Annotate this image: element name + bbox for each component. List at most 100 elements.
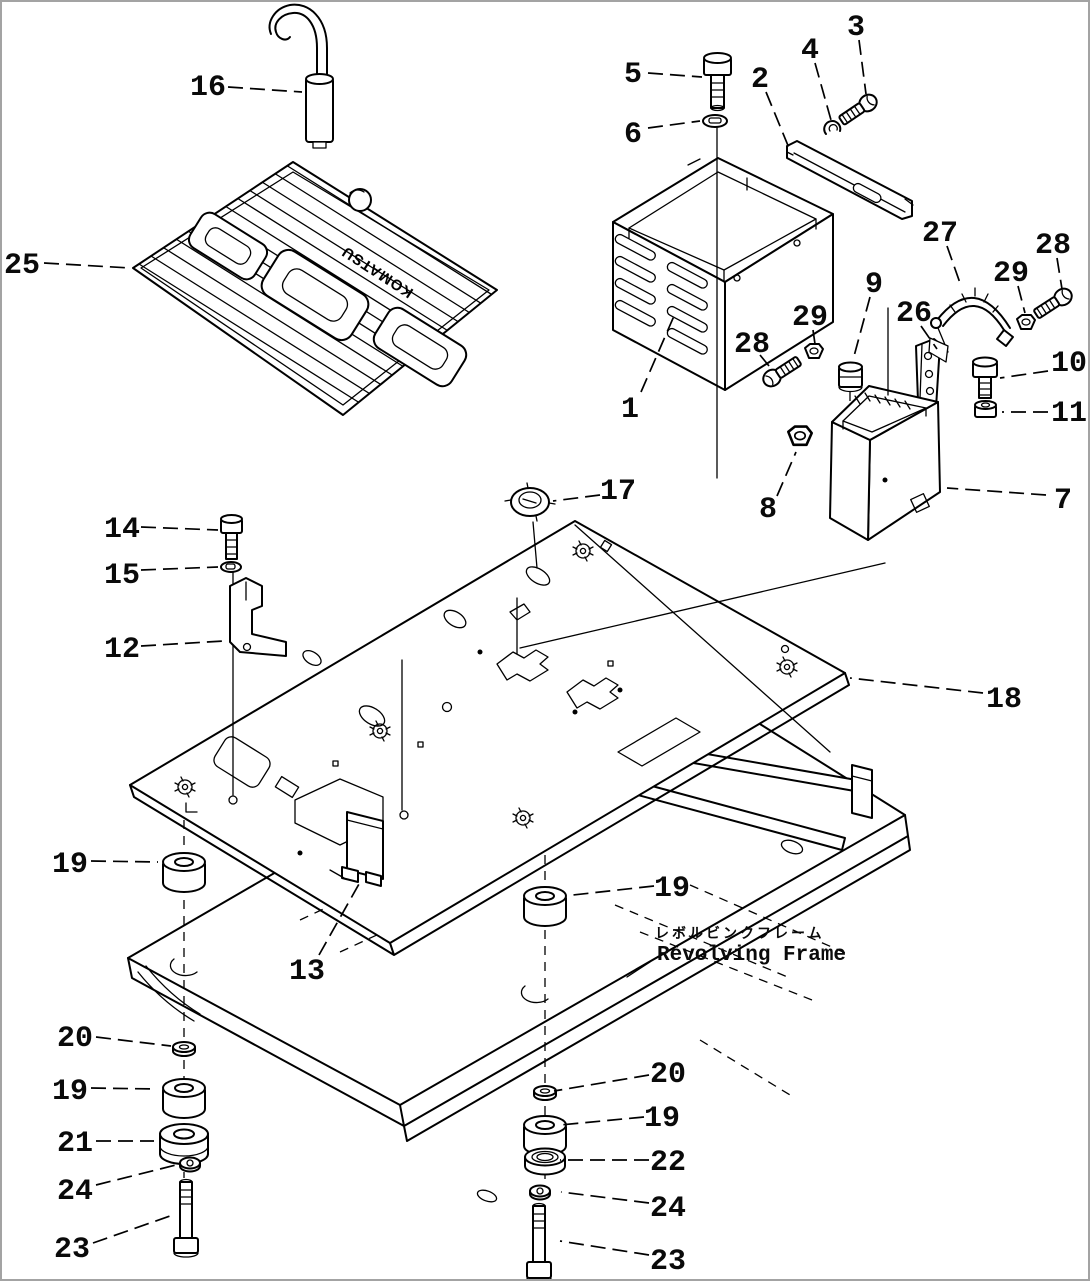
callout-label-29: 29 [792, 301, 828, 335]
callout-leader-28 [759, 354, 770, 367]
callout-label-28: 28 [1035, 229, 1071, 263]
callout-label-23: 23 [54, 1233, 90, 1267]
callout-leader-25 [43, 262, 131, 269]
callout-leader-20 [553, 1074, 650, 1092]
callout-leader-19 [90, 1087, 157, 1090]
callout-label-10: 10 [1051, 347, 1087, 381]
callout-label-17: 17 [600, 475, 636, 509]
callout-leader-14 [140, 526, 219, 531]
callout-leader-15 [140, 566, 219, 571]
callout-leader-29 [812, 329, 816, 345]
nut-8 [786, 425, 814, 447]
callout-leader-24 [95, 1164, 177, 1186]
bolt-3 [835, 90, 881, 129]
callout-leader-12 [140, 640, 225, 647]
bolt-23-mid [526, 1202, 552, 1281]
frame-note: レボルビンクフレーム Revolving Frame [626, 926, 846, 978]
callout-label-27: 27 [922, 217, 958, 251]
callout-leader-10 [999, 370, 1049, 379]
callout-leader-17 [552, 494, 601, 502]
floor-plate [129, 520, 886, 956]
mount-19-left [162, 852, 206, 893]
callout-label-6: 6 [624, 118, 642, 152]
callout-leader-27 [946, 245, 961, 284]
left-mount-column [159, 820, 209, 1258]
middle-mount-column [523, 855, 567, 1281]
callout-label-23: 23 [650, 1245, 686, 1279]
callout-leader-7 [946, 487, 1047, 496]
callout-label-2: 2 [751, 63, 769, 97]
callout-label-1: 1 [621, 393, 639, 427]
bolt-5 [703, 52, 732, 112]
callout-label-3: 3 [847, 11, 865, 45]
cover-louvers [614, 233, 708, 355]
callout-leader-28 [1056, 257, 1063, 290]
callout-label-22: 22 [650, 1146, 686, 1180]
cap-9 [838, 361, 863, 420]
washer-4 [823, 120, 842, 135]
callout-leader-2 [765, 91, 790, 149]
floor-mat: KOMATSU [132, 161, 498, 416]
callout-label-16: 16 [190, 71, 226, 105]
callout-label-18: 18 [986, 683, 1022, 717]
callout-label-13: 13 [289, 955, 325, 989]
callout-leader-24 [560, 1191, 650, 1204]
washer-20-mid [533, 1085, 557, 1101]
callout-label-26: 26 [896, 297, 932, 331]
callout-leader-4 [814, 62, 832, 121]
frame-note-jp: レボルビンクフレーム [655, 926, 825, 942]
callout-leader-3 [858, 39, 867, 95]
callout-leader-19 [572, 885, 655, 896]
callout-label-11: 11 [1051, 397, 1087, 431]
callout-leader-5 [647, 72, 703, 78]
frame-note-en: Revolving Frame [657, 944, 846, 967]
callout-leader-1 [640, 315, 675, 393]
nut-11 [974, 400, 997, 418]
nut-29-left [804, 343, 824, 359]
bracket-12 [229, 577, 287, 657]
mount-21 [159, 1123, 209, 1165]
box-7 [829, 307, 941, 541]
callout-label-28: 28 [734, 328, 770, 362]
washer-6 [702, 114, 728, 128]
callout-leader-18 [849, 677, 984, 694]
callout-label-21: 21 [57, 1127, 93, 1161]
callout-leader-19 [90, 860, 159, 863]
callout-label-25: 25 [4, 249, 40, 283]
callout-label-7: 7 [1054, 484, 1072, 518]
callout-leader-13 [318, 883, 360, 956]
bolt-10 [972, 356, 998, 399]
callout-leader-16 [227, 86, 303, 93]
callout-label-12: 12 [104, 633, 140, 667]
callout-leader-26 [920, 325, 938, 350]
bolt-28-right [1030, 284, 1076, 323]
strip-2 [786, 140, 914, 220]
washer-20-left [172, 1041, 196, 1057]
callout-label-29: 29 [993, 257, 1029, 291]
callout-label-20: 20 [650, 1058, 686, 1092]
mount-19-mid [523, 886, 567, 927]
callout-leader-20 [95, 1036, 172, 1047]
vented-cover-1 [612, 127, 834, 479]
callout-label-19: 19 [654, 872, 690, 906]
callout-label-24: 24 [650, 1192, 686, 1226]
callout-label-19: 19 [52, 1075, 88, 1109]
callout-leader-9 [852, 296, 871, 361]
callout-leader-29 [1017, 285, 1026, 314]
washer-22 [524, 1147, 566, 1176]
callout-leader-6 [647, 120, 701, 129]
callout-label-4: 4 [801, 34, 819, 68]
washer-24-mid [529, 1184, 551, 1201]
bracket-13 [329, 811, 384, 887]
callout-label-8: 8 [759, 493, 777, 527]
callout-leader-23 [559, 1240, 650, 1256]
callout-label-19: 19 [644, 1102, 680, 1136]
washer-15 [220, 561, 242, 573]
callout-label-20: 20 [57, 1022, 93, 1056]
washer-24-left [179, 1156, 201, 1173]
callout-label-5: 5 [624, 58, 642, 92]
